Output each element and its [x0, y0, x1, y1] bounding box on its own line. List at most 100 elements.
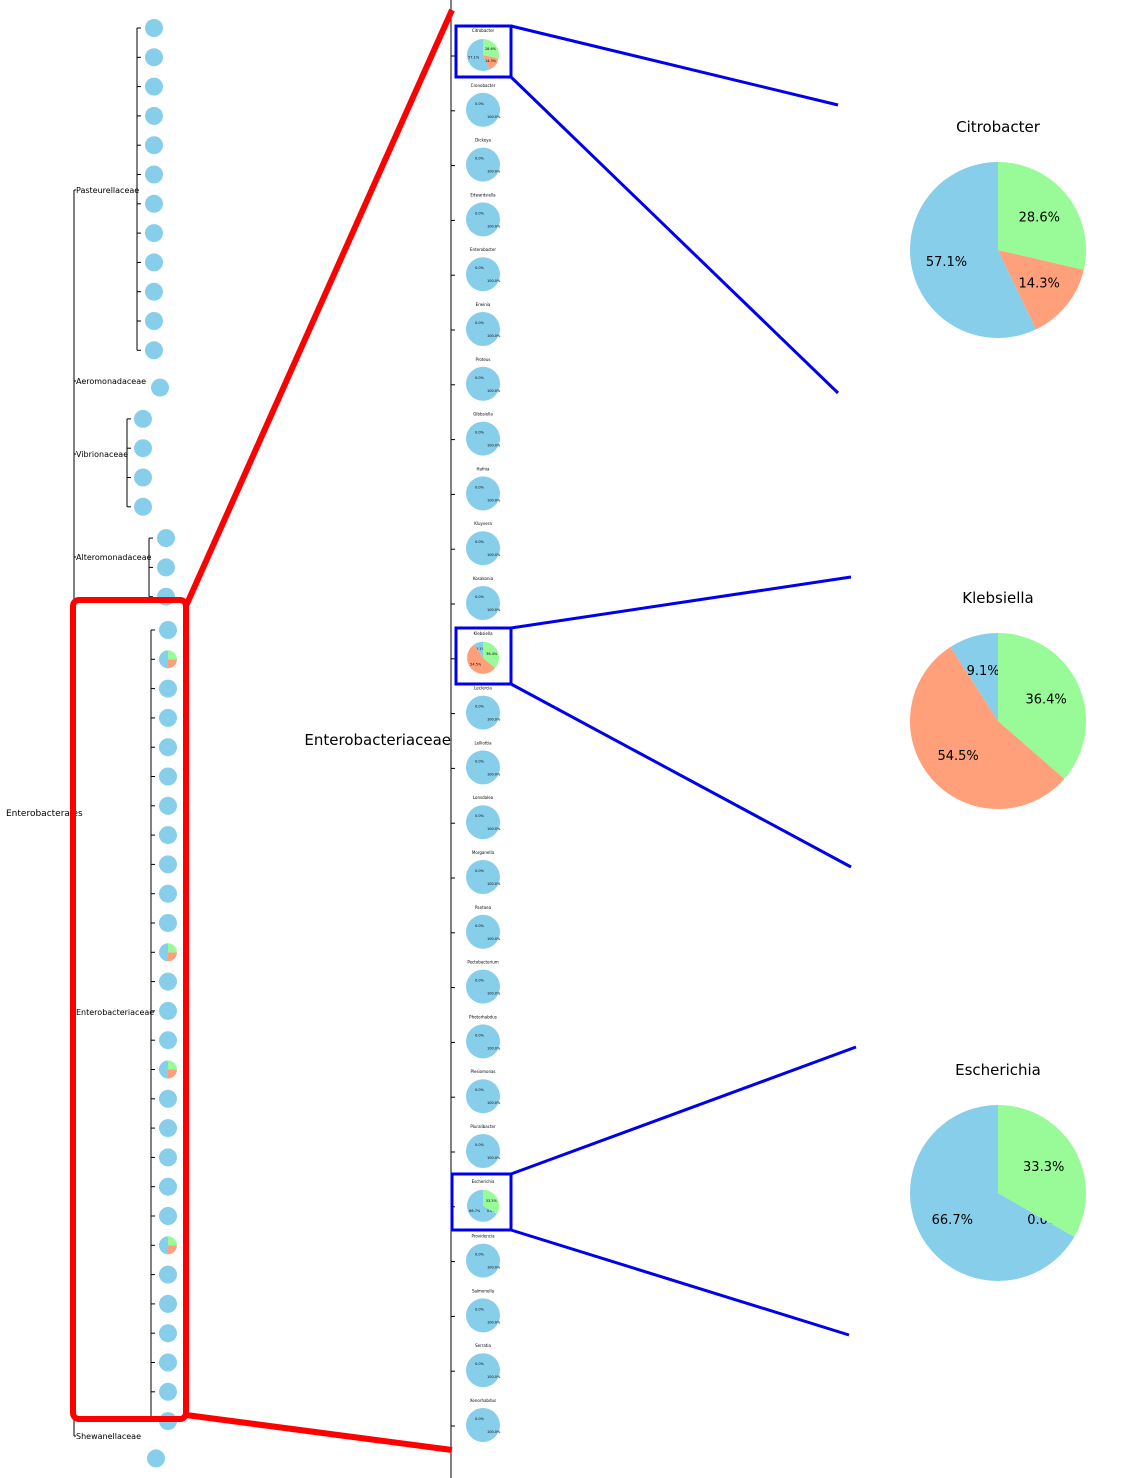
- genus-pie-slice: [466, 1024, 500, 1059]
- overview-leaf-pie: [145, 19, 163, 37]
- genus-pie-label: 100.0%: [487, 498, 501, 502]
- overview-leaf-slice: [159, 1060, 168, 1079]
- genus-pie-label: 0.0%: [475, 431, 485, 435]
- genus-mini-slice-label: 54.5%: [470, 662, 482, 666]
- overview-leaf-pie: [159, 1324, 177, 1343]
- genus-mini-slice: [483, 1189, 499, 1214]
- genus-pie-label: 100.0%: [487, 170, 501, 174]
- overview-leaf-slice: [159, 1177, 177, 1196]
- genus-name: Klebsiella: [473, 631, 493, 636]
- genus-name: Leclercia: [474, 686, 492, 691]
- overview-leaf-slice: [168, 1060, 177, 1070]
- genus-pie-label: 100.0%: [487, 334, 501, 338]
- genus-pie-slice: [466, 366, 500, 401]
- zoom-line-bottom: [185, 1412, 453, 1453]
- overview-leaf-pie: [145, 77, 163, 96]
- genus-pie-label: 0.0%: [475, 485, 485, 489]
- genus-name: Xenorhabdus: [470, 1398, 496, 1403]
- genus-mini-slice-label: 36.4%: [486, 652, 498, 656]
- overview-leaf-slice: [159, 679, 177, 698]
- overview-leaf-pie: [145, 106, 163, 125]
- overview-leaf-slice: [134, 468, 152, 487]
- genus-pie-label: 0.0%: [475, 1307, 485, 1311]
- overview-leaf-slice: [159, 767, 177, 786]
- overview-leaf-pie: [145, 341, 163, 360]
- family-label: Shewanellaceae: [76, 1432, 141, 1441]
- genus-pie-label: 100.0%: [487, 1156, 501, 1160]
- genus-pie-slice: [466, 257, 500, 292]
- overview-leaf-slice: [159, 1001, 177, 1020]
- family-label: Vibrionaceae: [76, 450, 128, 459]
- detail-connector-bottom: [509, 75, 840, 395]
- genus-pie-label: 0.0%: [475, 1143, 485, 1147]
- overview-leaf-slice: [159, 708, 177, 727]
- genus-pie-slice: [466, 695, 500, 730]
- overview-leaf-pie: [159, 943, 177, 962]
- genus-mini-slice-label: 0.0%: [487, 1209, 497, 1213]
- genus-pie-label: 100.0%: [487, 553, 501, 557]
- overview-leaf-slice: [145, 48, 163, 67]
- overview-leaf-pie: [159, 738, 177, 757]
- detail-pie-title: Klebsiella: [962, 589, 1034, 607]
- overview-leaf-pie: [159, 1001, 177, 1020]
- genus-pie-label: 0.0%: [475, 979, 485, 983]
- overview-leaf-slice: [159, 1265, 177, 1284]
- overview-leaf-pie: [159, 1382, 177, 1401]
- genus-pie-label: 0.0%: [475, 157, 485, 161]
- detail-pie-slice: [909, 647, 1065, 810]
- genus-name: Hafnia: [477, 466, 491, 471]
- genus-name: Pluralibacter: [470, 1124, 496, 1129]
- overview-leaf-slice: [151, 378, 169, 397]
- detail-pie-slice-label: 9.1%: [967, 664, 1000, 679]
- zoomed-family-column: Enterobacteriaceae Citrobacter57.1%14.3%…: [304, 0, 501, 1478]
- genus-pie-label: 0.0%: [475, 1033, 485, 1037]
- overview-leaf-pie: [159, 1236, 177, 1255]
- overview-leaf-pie: [159, 1265, 177, 1284]
- genus-pie-label: 0.0%: [475, 814, 485, 818]
- overview-leaf-slice: [134, 497, 152, 516]
- genus-mini-slice-label: 66.7%: [469, 1209, 481, 1213]
- genus-mini-slice: [474, 641, 483, 658]
- genus-name: Kluyvera: [474, 521, 492, 526]
- overview-leaf-slice: [157, 529, 175, 548]
- overview-leaf-pie: [145, 312, 163, 330]
- genus-pie-slice: [466, 1298, 500, 1333]
- highlight-box: [454, 24, 513, 79]
- overview-leaf-slice: [145, 282, 163, 301]
- family-label: Enterobacteriaceae: [76, 1008, 154, 1017]
- overview-leaf-pie: [145, 136, 163, 155]
- overview-leaf-pie: [134, 468, 152, 487]
- overview-leaf-pie: [159, 826, 177, 845]
- detail-pie-slice-label: 33.3%: [1023, 1160, 1064, 1175]
- overview-leaf-pie: [145, 282, 163, 301]
- genus-pie-label: 0.0%: [475, 1362, 485, 1366]
- detail-pie-slice: [910, 162, 1036, 338]
- overview-leaf-pie: [157, 529, 175, 548]
- zoom-connectors: [70, 8, 857, 1453]
- family-label: Pasteurellaceae: [76, 186, 139, 195]
- overview-leaf-pie: [134, 409, 152, 428]
- overview-leaf-slice: [145, 194, 163, 213]
- overview-leaf-pie: [159, 1089, 177, 1108]
- overview-leaf-slice: [159, 1353, 177, 1372]
- genus-pie-label: 0.0%: [475, 321, 485, 325]
- overview-leaf-pie: [145, 253, 163, 272]
- genus-name: Pectobacterium: [467, 960, 498, 965]
- overview-leaf-slice: [159, 1089, 177, 1108]
- detail-pie-slice-label: 54.5%: [937, 749, 978, 764]
- genus-pie-label: 0.0%: [475, 102, 485, 106]
- overview-leaf-pie: [159, 1148, 177, 1167]
- detail-pie-slice: [950, 633, 998, 721]
